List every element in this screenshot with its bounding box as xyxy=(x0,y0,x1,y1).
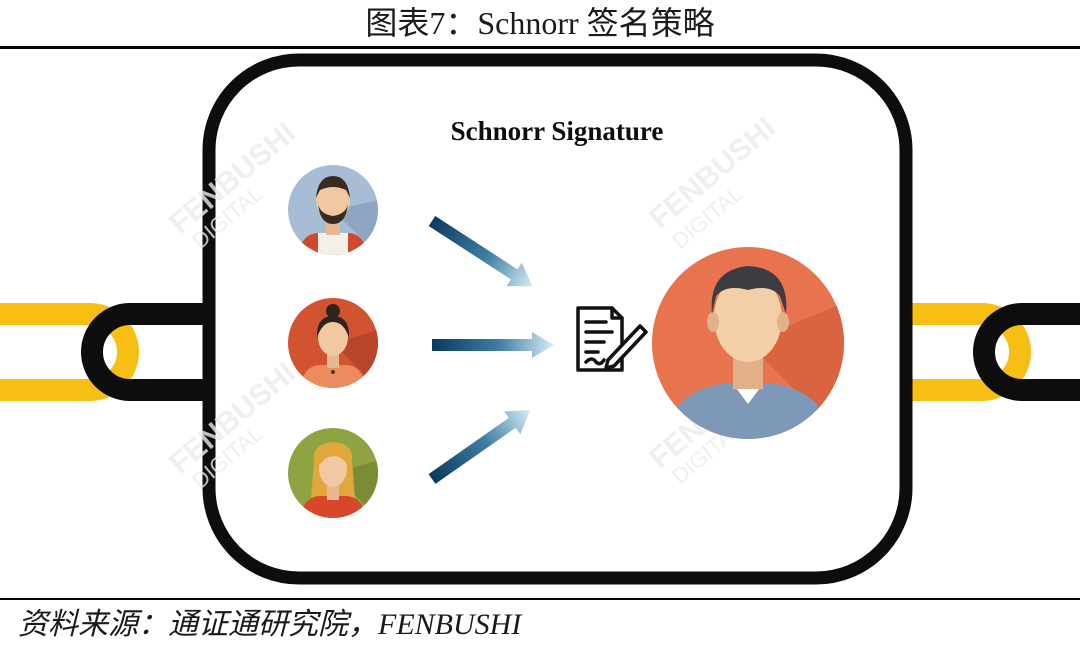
blonde-signer-avatar xyxy=(288,428,378,518)
arrow-from-signer-1 xyxy=(428,215,533,287)
figure-source: 资料来源：通证通研究院，FENBUSHI xyxy=(18,608,522,641)
document-sign-icon xyxy=(576,306,648,372)
man-signer-avatar xyxy=(288,165,378,255)
left-chain-link xyxy=(0,303,210,401)
figure-title: 图表7：Schnorr 签名策略 xyxy=(365,5,715,41)
woman-signer-avatar xyxy=(288,298,378,388)
bottom-rule xyxy=(0,598,1080,600)
right-chain-link xyxy=(912,303,1080,401)
diagram-heading: Schnorr Signature xyxy=(451,116,664,146)
arrow-from-signer-3 xyxy=(428,410,531,484)
top-rule xyxy=(0,46,1080,49)
arrow-from-signer-2 xyxy=(432,332,554,358)
signature-frame xyxy=(202,53,913,585)
